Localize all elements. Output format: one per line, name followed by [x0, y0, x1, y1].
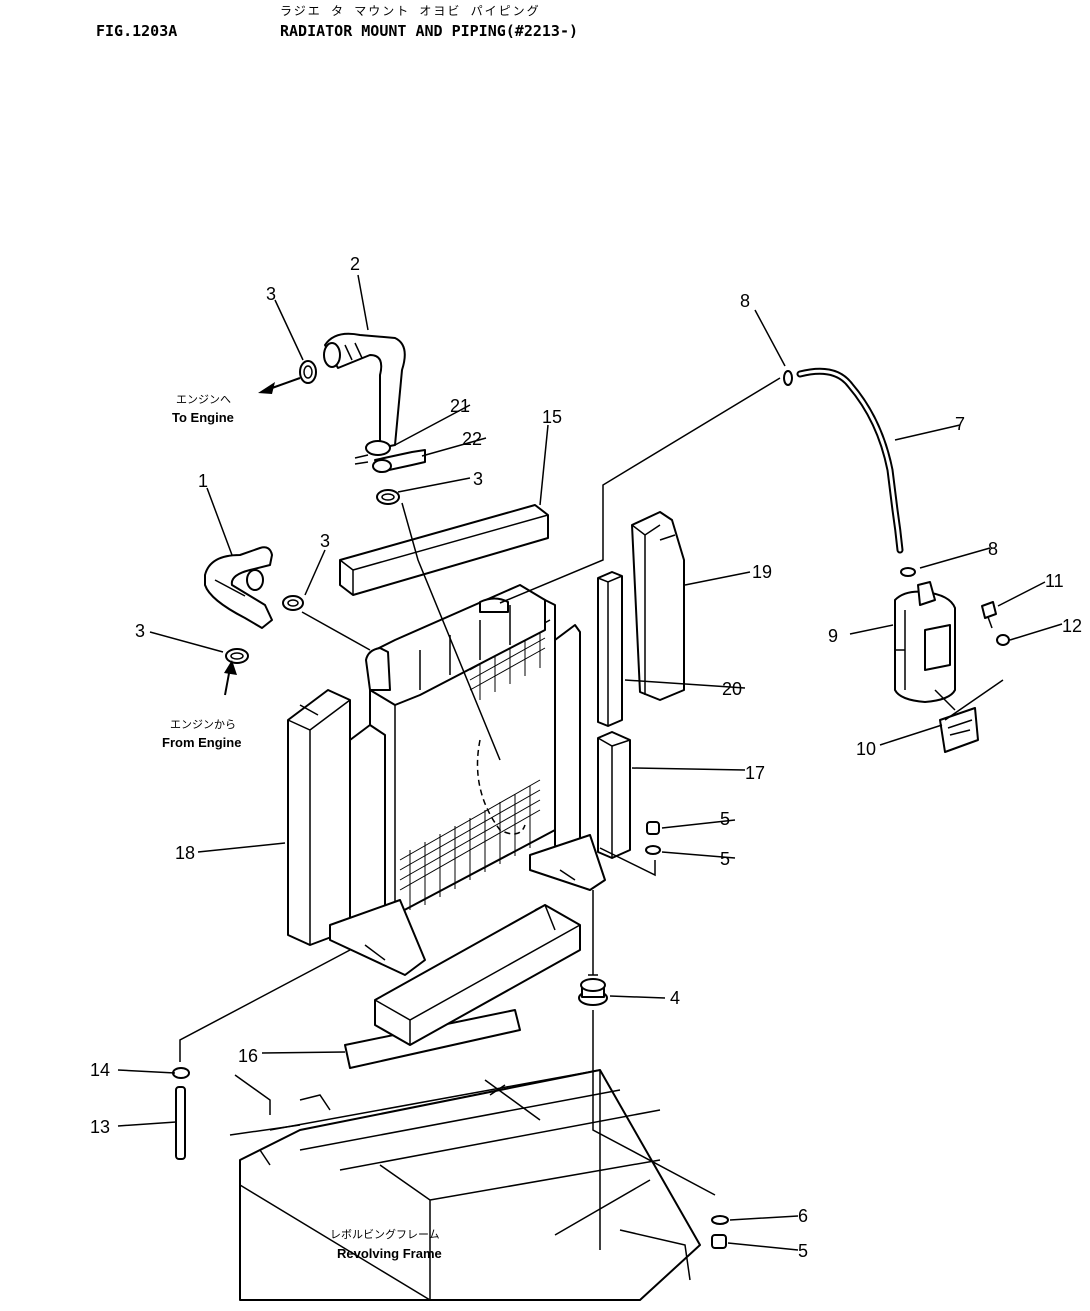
callout-14: 14 — [90, 1060, 110, 1080]
clamp-3-top — [299, 360, 317, 384]
callout-3-a: 3 — [266, 284, 276, 304]
callout-7: 7 — [955, 414, 965, 434]
callout-18: 18 — [175, 843, 195, 863]
from-engine-arrow — [224, 660, 237, 696]
part-20-panel — [597, 571, 623, 727]
callout-3-b: 3 — [473, 469, 483, 489]
part-5-nut-top — [646, 821, 660, 835]
callout-19: 19 — [752, 562, 772, 582]
notes: エンジンへ To Engine エンジンから From Engine レボルビン… — [162, 393, 442, 1261]
to-engine-label: To Engine — [172, 410, 234, 425]
clamp-3-right — [282, 595, 304, 611]
revolving-frame — [229, 1009, 701, 1301]
callout-13: 13 — [90, 1117, 110, 1137]
part-10-bracket — [934, 679, 1004, 753]
callout-16: 16 — [238, 1046, 258, 1066]
part-14-washer — [172, 1067, 190, 1079]
revolving-frame-label-jp: レボルビングフレーム — [330, 1227, 440, 1241]
part-19-shroud — [631, 511, 685, 701]
part-7-hose — [796, 367, 904, 554]
part-1-hose — [204, 546, 273, 629]
callout-11: 11 — [1045, 571, 1064, 591]
part-11-bolt — [981, 601, 997, 629]
assembly-lines — [117, 274, 1063, 1251]
callout-21: 21 — [450, 396, 470, 416]
clamp-3-mid — [376, 489, 400, 505]
callout-22: 22 — [462, 429, 482, 449]
part-6-washer-top — [645, 845, 661, 855]
callout-17: 17 — [745, 763, 765, 783]
callout-15: 15 — [542, 407, 562, 427]
part-5-nut-bottom — [711, 1234, 727, 1249]
callouts: 1 2 3 3 3 3 4 5 5 5 6 6 7 8 8 9 10 11 12… — [90, 254, 1082, 1261]
to-engine-label-jp: エンジンへ — [176, 393, 231, 406]
part-6-washer-bottom — [711, 1215, 729, 1225]
figure-code: FIG.1203A — [96, 22, 178, 40]
callout-12: 12 — [1062, 616, 1082, 636]
part-17-panel — [597, 731, 631, 859]
part-15-beam — [339, 504, 549, 596]
callout-3-c: 3 — [320, 531, 330, 551]
callout-8-a: 8 — [740, 291, 750, 311]
part-21-22-fitting — [354, 440, 426, 473]
figure-title: RADIATOR MOUNT AND PIPING(#2213-) — [280, 22, 579, 40]
to-engine-arrow — [258, 377, 301, 394]
part-4-mount — [578, 974, 608, 1006]
callout-6: 6 — [798, 1206, 808, 1226]
callout-5-b: 5 — [720, 849, 730, 869]
callout-4: 4 — [670, 988, 680, 1008]
part-12-washer — [996, 634, 1010, 646]
radiator-core — [329, 584, 606, 976]
part-18-shroud — [287, 689, 351, 946]
callout-9: 9 — [828, 626, 838, 646]
clamp-3-left — [225, 648, 249, 664]
part-16-bracket — [374, 903, 581, 1046]
callout-2: 2 — [350, 254, 360, 274]
from-engine-label: From Engine — [162, 735, 241, 750]
revolving-frame-label: Revolving Frame — [337, 1246, 442, 1261]
figure-title-japanese: ラジエ タ マウント オヨビ パイピング — [280, 4, 541, 18]
from-engine-label-jp: エンジンから — [170, 718, 236, 731]
callout-3-d: 3 — [135, 621, 145, 641]
clip-8-top — [783, 370, 793, 386]
clip-8-bottom — [900, 567, 916, 577]
part-9-reservoir — [894, 581, 956, 703]
callout-8-b: 8 — [988, 539, 998, 559]
part-2-hose — [323, 332, 406, 449]
callout-5-a: 5 — [720, 809, 730, 829]
callout-1: 1 — [198, 471, 208, 491]
callout-10: 10 — [856, 739, 876, 759]
callout-5-c: 5 — [798, 1241, 808, 1261]
callout-20: 20 — [722, 679, 742, 699]
part-13-rod — [175, 1086, 186, 1160]
